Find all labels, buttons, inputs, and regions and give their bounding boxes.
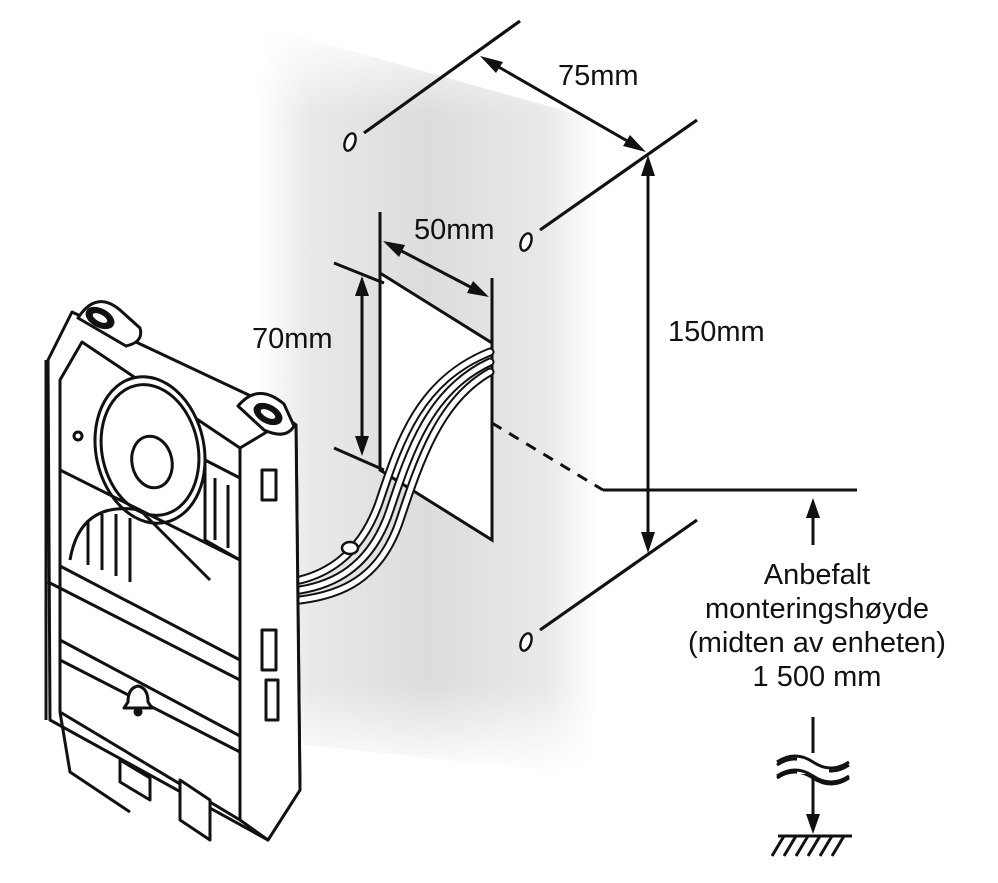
dimension-50mm-arrow bbox=[383, 241, 489, 297]
label-50mm: 50mm bbox=[414, 214, 495, 246]
axis-break-icon bbox=[776, 754, 850, 784]
note-line-2: monteringshøyde bbox=[704, 593, 930, 625]
connection-cables-inner bbox=[297, 349, 493, 603]
note-line-3: (midten av enheten) bbox=[688, 627, 946, 659]
label-70mm: 70mm bbox=[252, 323, 333, 355]
screw-holes bbox=[343, 132, 533, 652]
center-height-line bbox=[491, 421, 857, 492]
note-line-1: Anbefalt bbox=[763, 559, 871, 591]
ground-icon bbox=[770, 834, 852, 857]
cable-tie bbox=[340, 540, 360, 556]
screw-hole-top-left bbox=[343, 132, 357, 152]
screw-hole-bottom bbox=[519, 632, 533, 652]
label-150mm: 150mm bbox=[668, 316, 765, 348]
dimension-75mm-arrow bbox=[480, 56, 646, 152]
label-75mm: 75mm bbox=[558, 60, 639, 92]
door-station-unit bbox=[44, 300, 302, 842]
dimension-70mm-arrow bbox=[333, 261, 385, 472]
screw-hole-guides bbox=[363, 19, 698, 632]
mounting-height-note: Anbefalt monteringshøyde (midten av enhe… bbox=[657, 558, 977, 694]
dimension-150mm-arrow bbox=[641, 155, 655, 553]
screw-hole-top-right bbox=[519, 232, 533, 252]
axis-break-gap bbox=[797, 756, 829, 774]
note-line-4: 1 500 mm bbox=[752, 661, 882, 693]
